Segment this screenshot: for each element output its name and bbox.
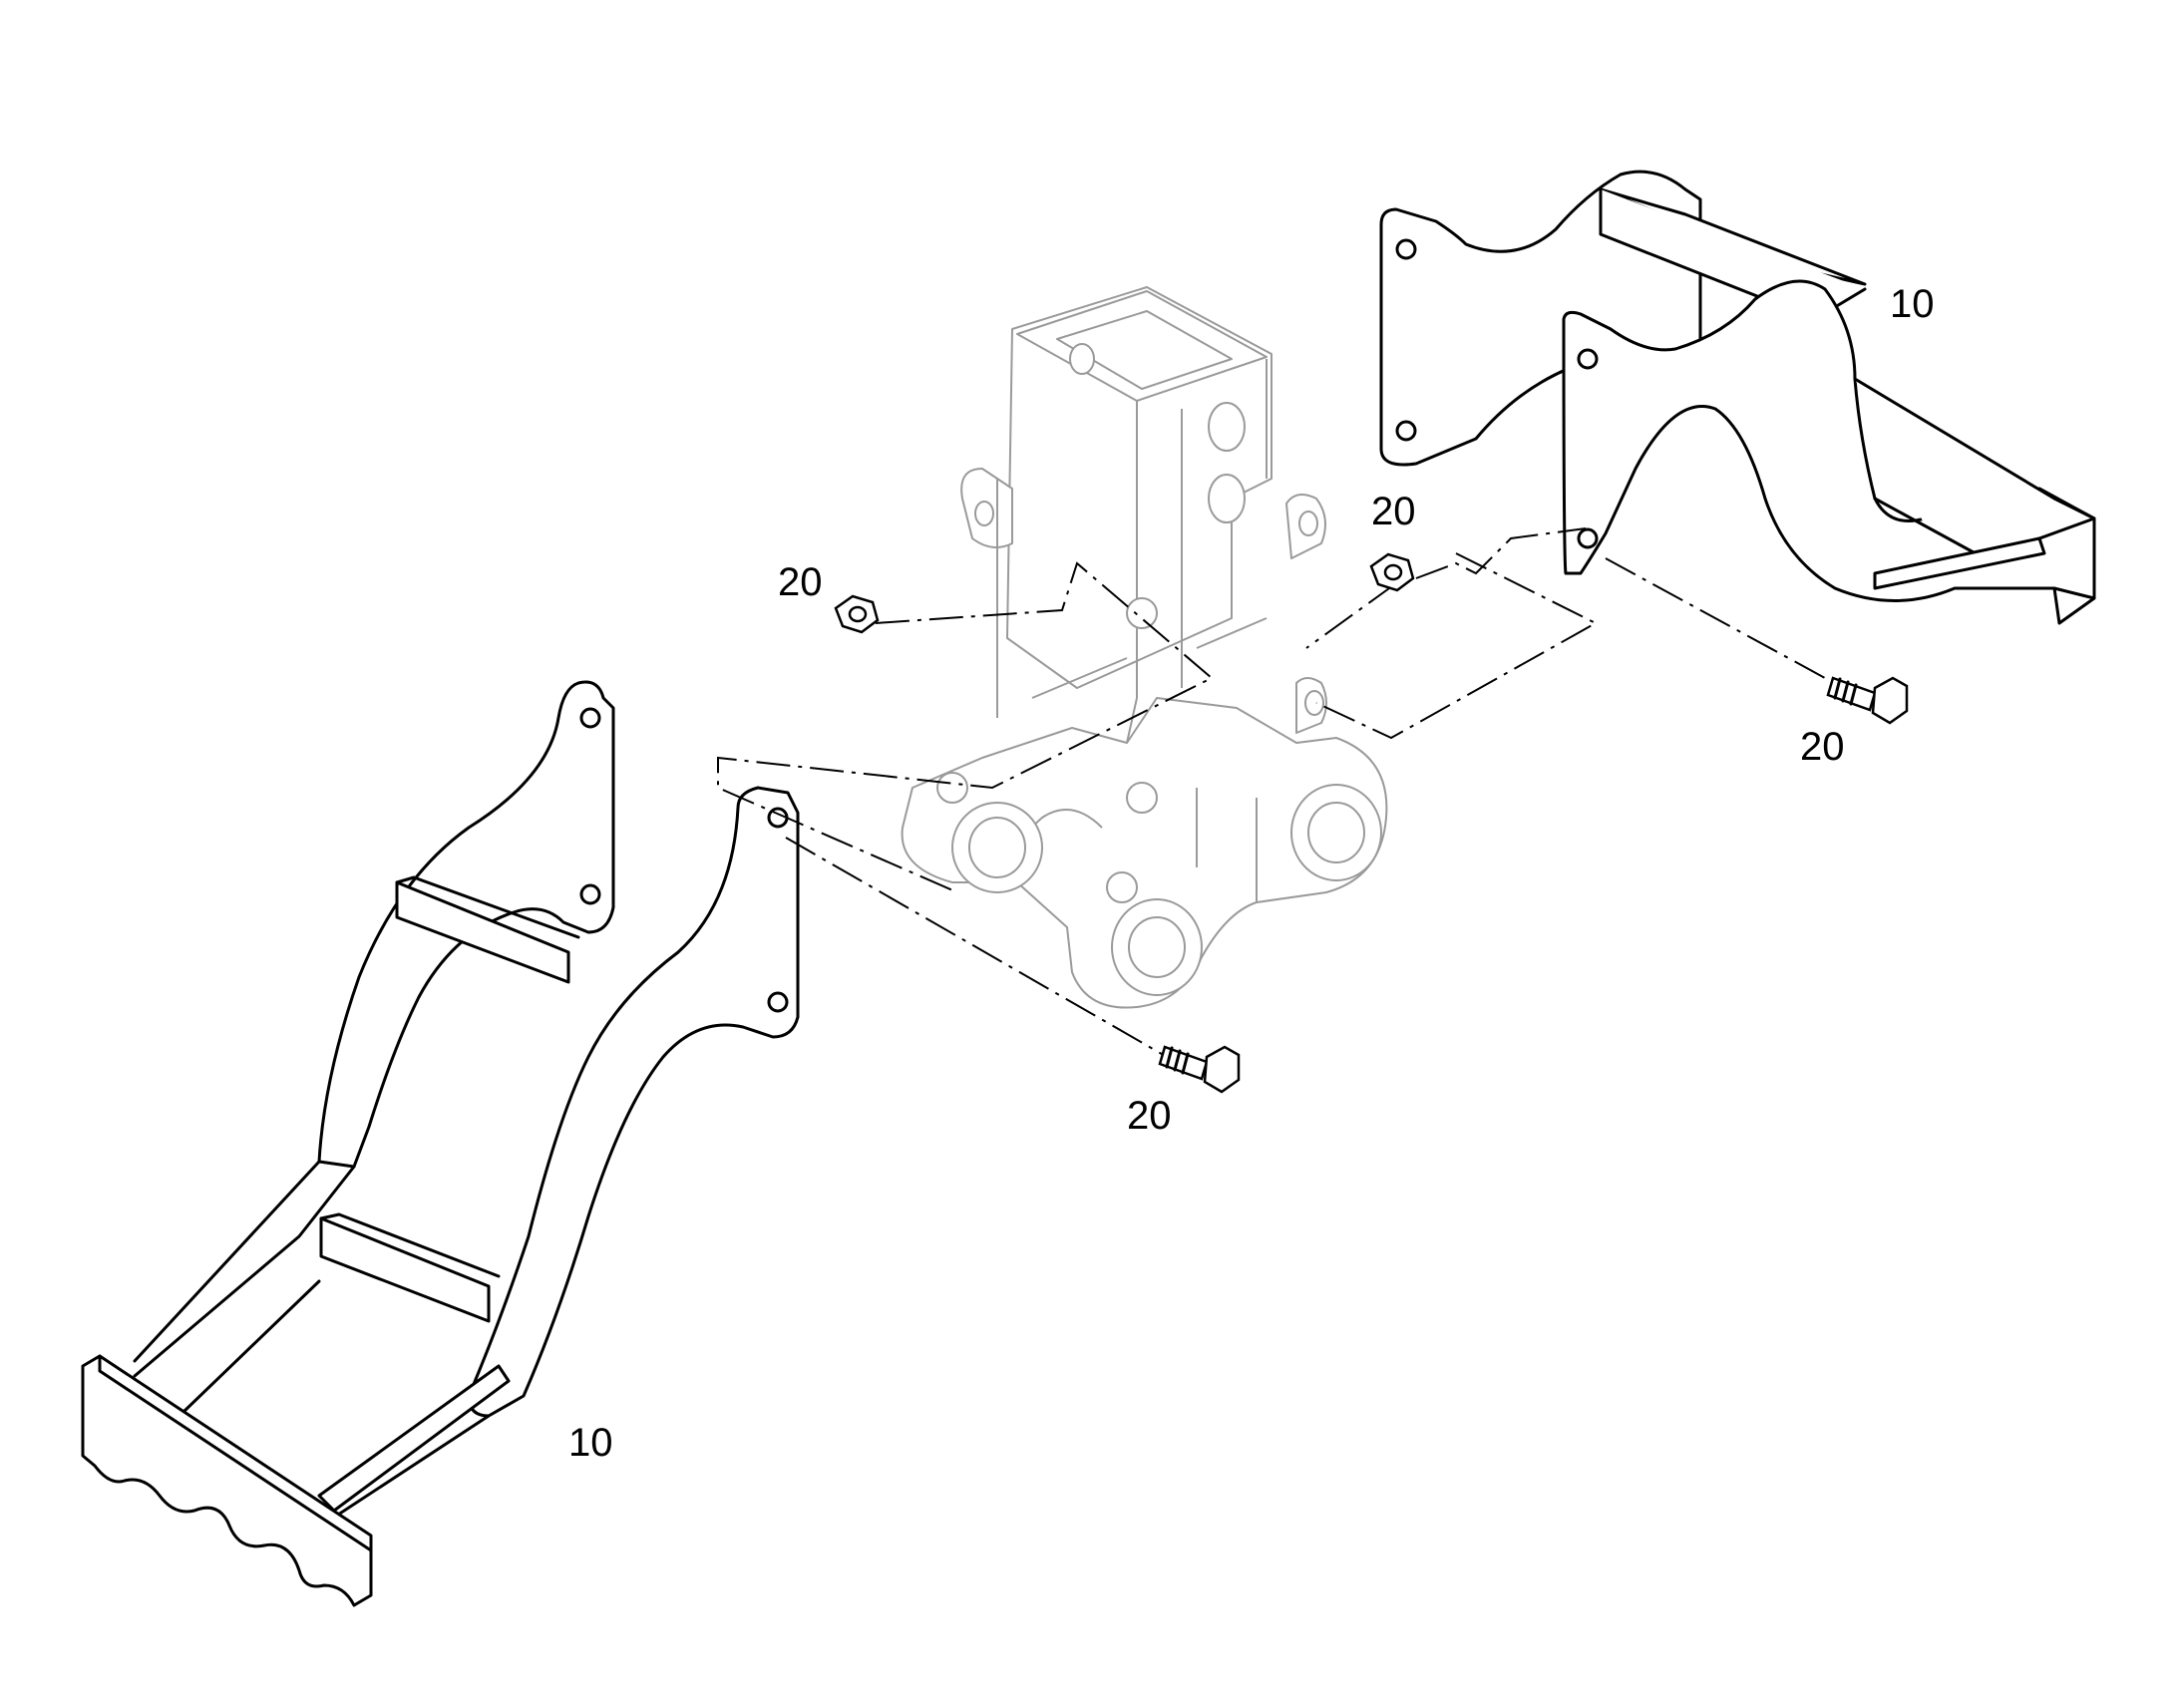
callout-nut-upper-right: 20 xyxy=(1371,490,1416,533)
hex-nut-upper-right xyxy=(1369,552,1415,592)
hex-nut-upper-left xyxy=(834,594,880,634)
hardware xyxy=(834,552,1909,1094)
callout-labels: 10 10 20 20 20 20 xyxy=(568,282,1935,1465)
callout-nut-upper-left: 20 xyxy=(778,560,823,604)
hex-bolt-right xyxy=(1826,676,1909,725)
callout-bolt-right: 20 xyxy=(1800,725,1845,769)
hex-bolt-lower xyxy=(1158,1045,1241,1094)
mounting-bracket xyxy=(901,286,1388,1009)
step-assembly-right xyxy=(1379,170,2096,625)
assembly-lines xyxy=(717,527,1826,1058)
callout-step-right: 10 xyxy=(1890,282,1935,326)
callout-step-left: 10 xyxy=(568,1421,613,1465)
step-assembly-left xyxy=(81,680,800,1607)
callout-bolt-lower: 20 xyxy=(1127,1094,1172,1138)
